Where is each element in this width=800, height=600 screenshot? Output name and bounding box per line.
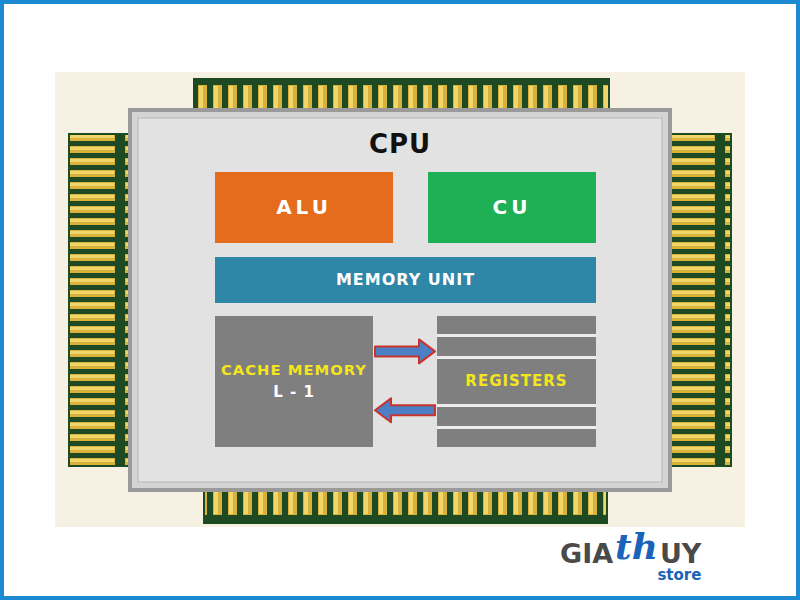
cpu-chip: CPU ALU CU MEMORY UNIT CACHE MEMORY L - 1 REGI… [138,118,662,482]
cache-memory-box: CACHE MEMORY L - 1 [215,316,373,447]
cu-box: CU [428,172,596,243]
box-label: MEMORY UNIT [336,270,475,290]
registers-box: REGISTERS [437,316,596,447]
memory-unit-band: MEMORY UNIT [215,257,596,303]
logo-text: GIA [560,540,613,567]
box-label: L - 1 [273,383,315,402]
box-label: ALU [276,195,332,220]
logo-mark: th [615,528,658,564]
box-label: CU [493,195,532,220]
alu-box: ALU [215,172,393,243]
logo-subtext: store [657,568,701,583]
data-flow-arrow [375,339,435,363]
chip-title: CPU [369,128,431,161]
data-flow-arrow [375,398,435,422]
box-label: REGISTERS [465,372,567,391]
box-label: CACHE MEMORY [221,361,367,379]
logo-text: UY [660,540,701,567]
